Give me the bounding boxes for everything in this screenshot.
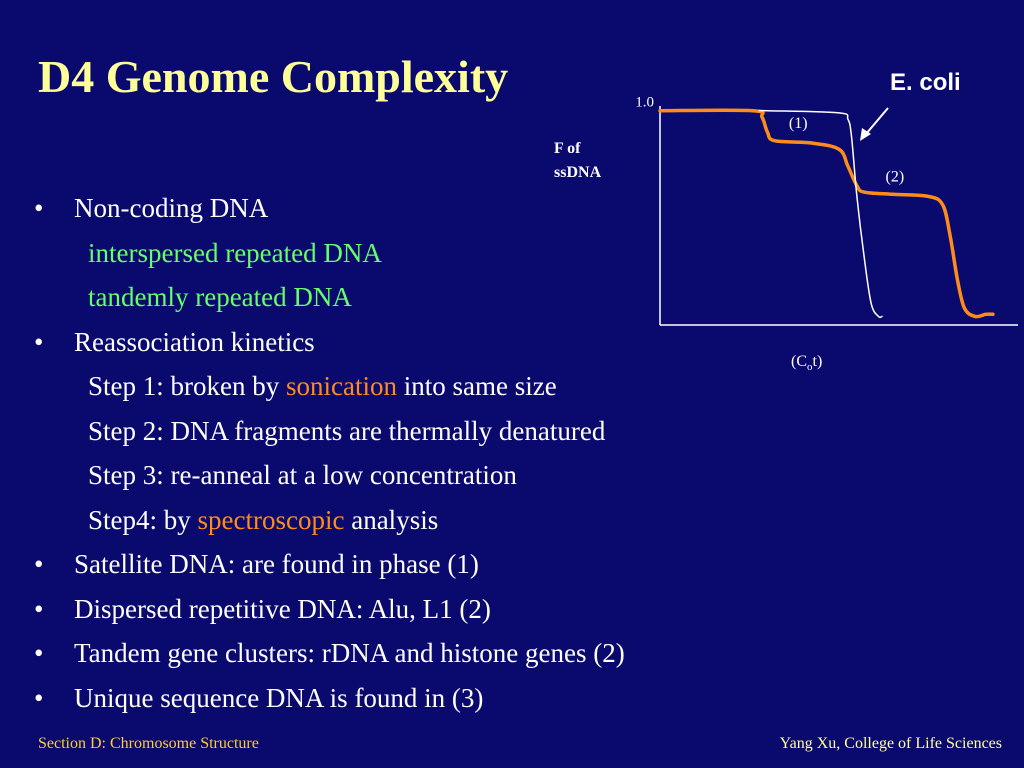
x-axis-label-main: (C — [791, 353, 807, 370]
phase-label: (2) — [886, 168, 905, 185]
y-tick-label: 1.0 — [635, 95, 654, 111]
bullet-item: • Unique sequence DNA is found in (3) — [30, 676, 830, 721]
bullet-item: • Satellite DNA: are found in phase (1) — [30, 542, 830, 587]
sub-bullet-item: Step4: by spectroscopic analysis — [30, 498, 830, 543]
bullet-text: Satellite DNA: are found in phase (1) — [74, 549, 479, 579]
bullet-text: Unique sequence DNA is found in (3) — [74, 682, 484, 713]
ecoli-arrow-line — [865, 107, 889, 135]
bullet-text: Non-coding DNA — [74, 193, 269, 223]
bullet-dot: • — [34, 593, 44, 624]
sub-bullet-item: interspersed repeated DNA — [30, 231, 830, 276]
sub-bullet-item: tandemly repeated DNA — [30, 275, 830, 320]
bullet-text: analysis — [344, 504, 439, 535]
x-axis-label: (Cot) — [791, 353, 822, 373]
bullet-dot: • — [34, 193, 44, 223]
bullet-item: • Tandem gene clusters: rDNA and histone … — [30, 631, 830, 676]
y-axis-label: F of — [554, 140, 581, 157]
bullet-dot: • — [34, 682, 44, 713]
bullet-text: Step 3: re-anneal at a low concentration — [88, 460, 517, 490]
sub-bullet-item: Step 3: re-anneal at a low concentration — [30, 453, 830, 498]
highlighted-text: spectroscopic — [197, 504, 345, 535]
genome-curve — [658, 108, 995, 319]
bullet-text: Step 1: broken by — [88, 371, 286, 401]
sub-bullet-item: Step 2: DNA fragments are thermally dena… — [30, 409, 830, 454]
y-axis-label: ssDNA — [554, 164, 602, 181]
bullet-dot: • — [34, 638, 44, 668]
bullet-dot: • — [34, 326, 44, 357]
ecoli-curve — [758, 109, 883, 319]
bullet-text: Reassociation kinetics — [74, 326, 315, 357]
highlighted-text: sonication — [285, 371, 397, 401]
footer-section: Section D: Chromosome Structure — [38, 735, 259, 752]
bullet-text: Tandem gene clusters: rDNA and histone g… — [74, 638, 625, 668]
bullet-list: • Non-coding DNA interspersed repeated DNA… — [30, 186, 830, 720]
highlighted-text: interspersed repeated DNA — [88, 237, 382, 268]
sub-bullet-item: Step 1: broken by sonication into same s… — [30, 364, 830, 409]
ecoli-annotation: E. coli — [890, 69, 961, 96]
bullet-text: Dispersed repetitive DNA: Alu, L1 (2) — [74, 593, 491, 624]
bullet-item: • Reassociation kinetics — [30, 320, 830, 365]
bullet-item: • Non-coding DNA — [30, 186, 830, 231]
footer-author: Yang Xu, College of Life Sciences — [779, 735, 1002, 752]
x-axis-label-end: t) — [813, 353, 823, 370]
bullet-item: • Dispersed repetitive DNA: Alu, L1 (2) — [30, 587, 830, 632]
ecoli-arrow-head — [860, 128, 871, 141]
bullet-text: into same size — [396, 371, 557, 401]
x-axis-label-subscript: o — [807, 361, 813, 373]
phase-label: (1) — [789, 115, 808, 132]
bullet-text: Step4: by — [88, 504, 198, 535]
bullet-text: Step 2: DNA fragments are thermally dena… — [88, 415, 606, 446]
slide-title: D4 Genome Complexity — [38, 51, 509, 102]
highlighted-text: tandemly repeated DNA — [88, 282, 352, 312]
bullet-dot: • — [34, 549, 44, 579]
